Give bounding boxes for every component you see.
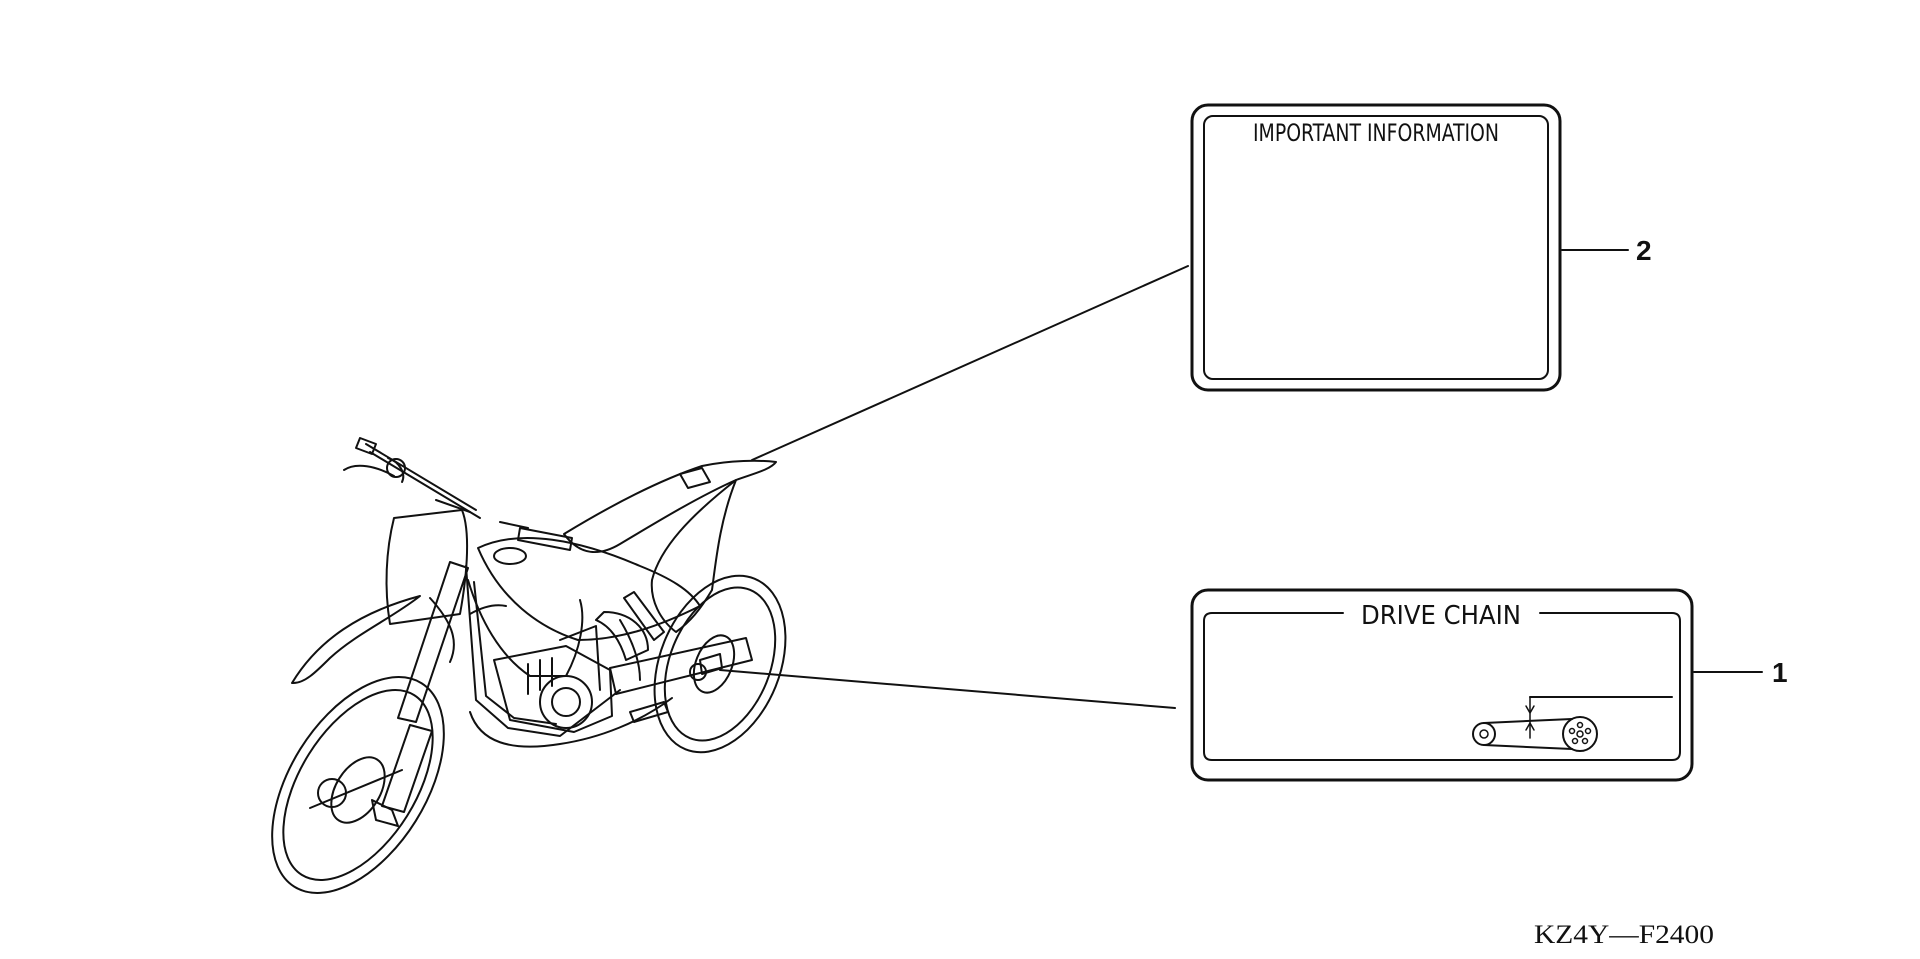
frame: [465, 565, 641, 737]
important-information-title: IMPORTANT INFORMATION: [1253, 119, 1499, 147]
handlebars: [343, 437, 573, 551]
motorcycle-illustration: [271, 437, 787, 894]
footpeg: [629, 701, 669, 723]
seat: [563, 459, 777, 554]
front-fork: [371, 561, 469, 827]
label-position-marker-seat: [679, 467, 711, 489]
important-information-label[interactable]: IMPORTANT INFORMATION: [1190, 103, 1562, 392]
swingarm: [609, 637, 753, 695]
rear-fender: [650, 479, 737, 633]
drive-chain-title: DRIVE CHAIN: [1361, 601, 1521, 631]
rear-shock: [623, 591, 665, 641]
front-fender: [291, 595, 421, 685]
engine: [493, 611, 649, 733]
rear-wheel: [653, 574, 787, 754]
callout-number-1: 1: [1772, 657, 1788, 688]
exhaust: [469, 697, 673, 748]
front-wheel: [271, 676, 445, 894]
label-position-marker-swingarm: [699, 653, 723, 675]
callout-number-2: 2: [1636, 235, 1652, 266]
part-code: KZ4Y—F2400: [1534, 920, 1714, 949]
drive-chain-label[interactable]: DRIVE CHAIN: [1190, 588, 1694, 782]
leader-swingarm-to-drive-chain: [719, 669, 1176, 709]
chain-slack-icon: [1472, 696, 1673, 752]
leader-seat-to-important-information: [751, 265, 1189, 461]
number-plate: [385, 509, 469, 625]
